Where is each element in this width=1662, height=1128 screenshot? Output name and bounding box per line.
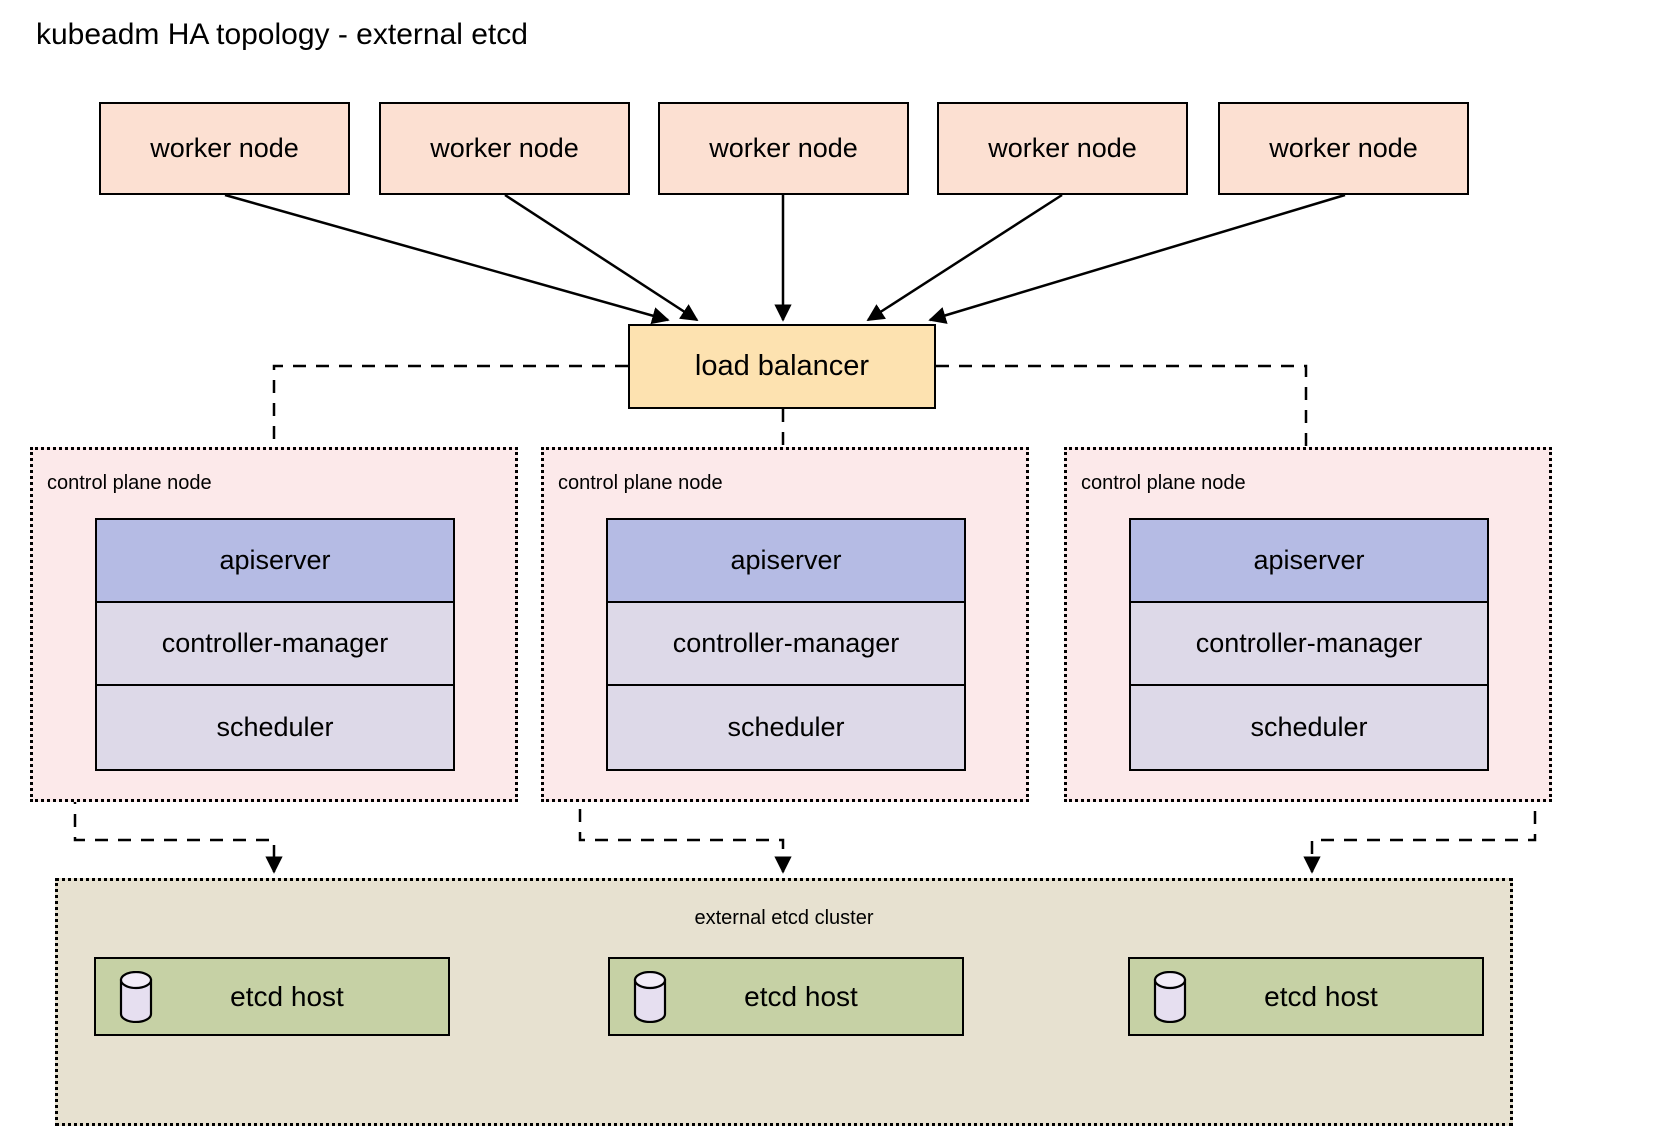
etcd-host-3[interactable]: etcd host [1128, 957, 1484, 1036]
worker-node-label: worker node [430, 133, 579, 163]
worker-to-lb-arrows [224, 193, 1346, 325]
component-scheduler[interactable]: scheduler [608, 686, 964, 769]
worker-node-3[interactable]: worker node [658, 102, 909, 195]
worker-node-label: worker node [709, 133, 858, 163]
worker-node-label: worker node [988, 133, 1137, 163]
component-label: controller-manager [161, 628, 389, 658]
component-label: scheduler [727, 712, 845, 742]
database-icon [1153, 970, 1187, 1023]
control-plane-node-1[interactable]: control plane node apiserver controller-… [30, 447, 518, 802]
external-etcd-cluster[interactable]: external etcd cluster etcd host etcd hos… [55, 878, 1513, 1126]
component-apiserver[interactable]: apiserver [608, 520, 964, 603]
component-label: controller-manager [672, 628, 900, 658]
load-balancer-node[interactable]: load balancer [628, 324, 936, 409]
worker-node-4[interactable]: worker node [937, 102, 1188, 195]
component-label: apiserver [1253, 545, 1365, 575]
component-controller-manager[interactable]: controller-manager [1131, 603, 1487, 686]
worker-node-2[interactable]: worker node [379, 102, 630, 195]
component-scheduler[interactable]: scheduler [1131, 686, 1487, 769]
component-label: scheduler [216, 712, 334, 742]
component-label: apiserver [730, 545, 842, 575]
component-scheduler[interactable]: scheduler [97, 686, 453, 769]
control-plane-node-label: control plane node [1081, 472, 1246, 494]
database-icon [119, 970, 153, 1023]
etcd-host-label: etcd host [1264, 980, 1378, 1012]
control-plane-node-3[interactable]: control plane node apiserver controller-… [1064, 447, 1552, 802]
component-controller-manager[interactable]: controller-manager [608, 603, 964, 686]
diagram-title: kubeadm HA topology - external etcd [36, 18, 528, 51]
worker-node-label: worker node [150, 133, 299, 163]
etcd-host-label: etcd host [230, 980, 344, 1012]
component-controller-manager[interactable]: controller-manager [97, 603, 453, 686]
component-apiserver[interactable]: apiserver [1131, 520, 1487, 603]
component-label: scheduler [1250, 712, 1368, 742]
load-balancer-label: load balancer [694, 350, 870, 382]
etcd-host-label: etcd host [744, 980, 858, 1012]
etcd-host-1[interactable]: etcd host [94, 957, 450, 1036]
database-icon [633, 970, 667, 1023]
worker-node-label: worker node [1269, 133, 1418, 163]
etcd-host-2[interactable]: etcd host [608, 957, 964, 1036]
component-label: apiserver [219, 545, 331, 575]
component-apiserver[interactable]: apiserver [97, 520, 453, 603]
component-label: controller-manager [1195, 628, 1423, 658]
worker-node-5[interactable]: worker node [1218, 102, 1469, 195]
worker-node-1[interactable]: worker node [99, 102, 350, 195]
control-plane-node-label: control plane node [558, 472, 723, 494]
control-plane-component-stack: apiserver controller-manager scheduler [606, 518, 966, 771]
control-plane-node-label: control plane node [47, 472, 212, 494]
control-plane-node-2[interactable]: control plane node apiserver controller-… [541, 447, 1029, 802]
control-plane-component-stack: apiserver controller-manager scheduler [1129, 518, 1489, 771]
control-plane-component-stack: apiserver controller-manager scheduler [95, 518, 455, 771]
etcd-cluster-label: external etcd cluster [694, 907, 874, 929]
